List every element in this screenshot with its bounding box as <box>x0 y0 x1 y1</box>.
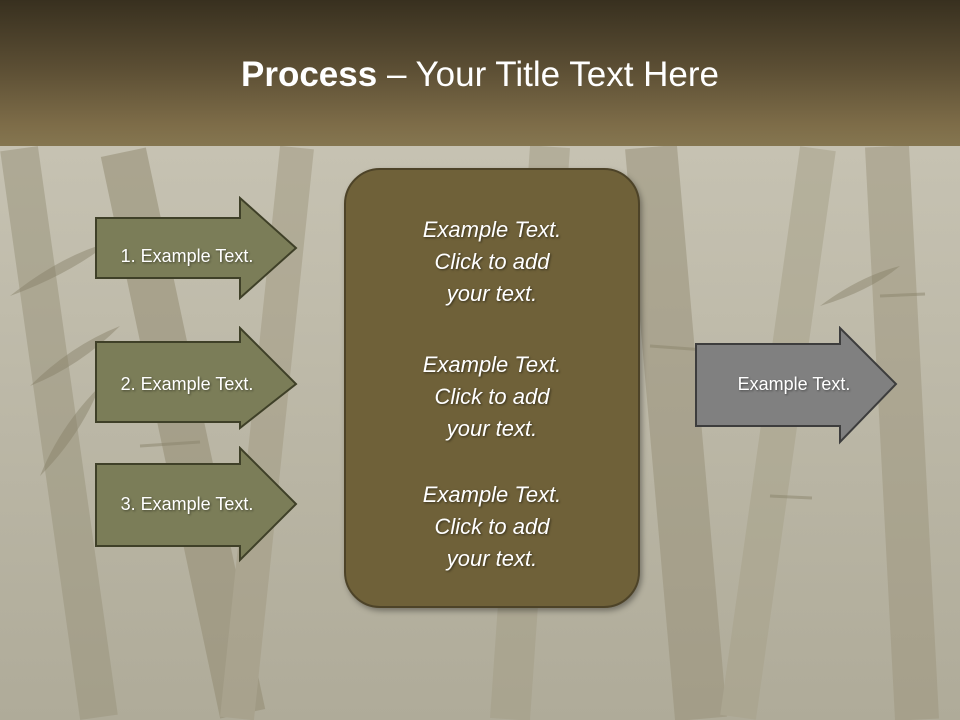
center-paragraph-2: Example Text. Click to add your text. <box>346 349 638 445</box>
paragraph-line: Example Text. <box>422 217 562 242</box>
paragraph-line: Example Text. <box>422 352 562 377</box>
paragraph-line: your text. <box>446 546 538 571</box>
title-bold: Process <box>241 55 378 94</box>
step-2-label: 2. Example Text. <box>120 373 254 394</box>
paragraph-line: Example Text. <box>422 482 562 507</box>
step-3-label: 3. Example Text. <box>120 493 254 514</box>
center-paragraph-3: Example Text. Click to add your text. <box>346 479 638 575</box>
title-rest: – Your Title Text Here <box>377 55 719 94</box>
step-1-label: 1. Example Text. <box>120 245 254 266</box>
paragraph-line: your text. <box>446 281 538 306</box>
step-3-arrow[interactable] <box>94 446 300 564</box>
paragraph-line: Click to add <box>434 384 550 409</box>
step-2-arrow[interactable] <box>94 326 300 430</box>
result-arrow[interactable] <box>694 326 900 446</box>
paragraph-line: your text. <box>446 416 538 441</box>
title-bar: Process – Your Title Text Here <box>0 0 960 146</box>
step-1-arrow[interactable] <box>94 196 300 300</box>
paragraph-line: Click to add <box>434 249 550 274</box>
result-label: Example Text. <box>737 373 851 394</box>
center-content-box[interactable]: Example Text. Click to add your text. Ex… <box>344 168 640 608</box>
center-paragraph-1: Example Text. Click to add your text. <box>346 214 638 310</box>
slide-title[interactable]: Process – Your Title Text Here <box>0 52 960 98</box>
paragraph-line: Click to add <box>434 514 550 539</box>
